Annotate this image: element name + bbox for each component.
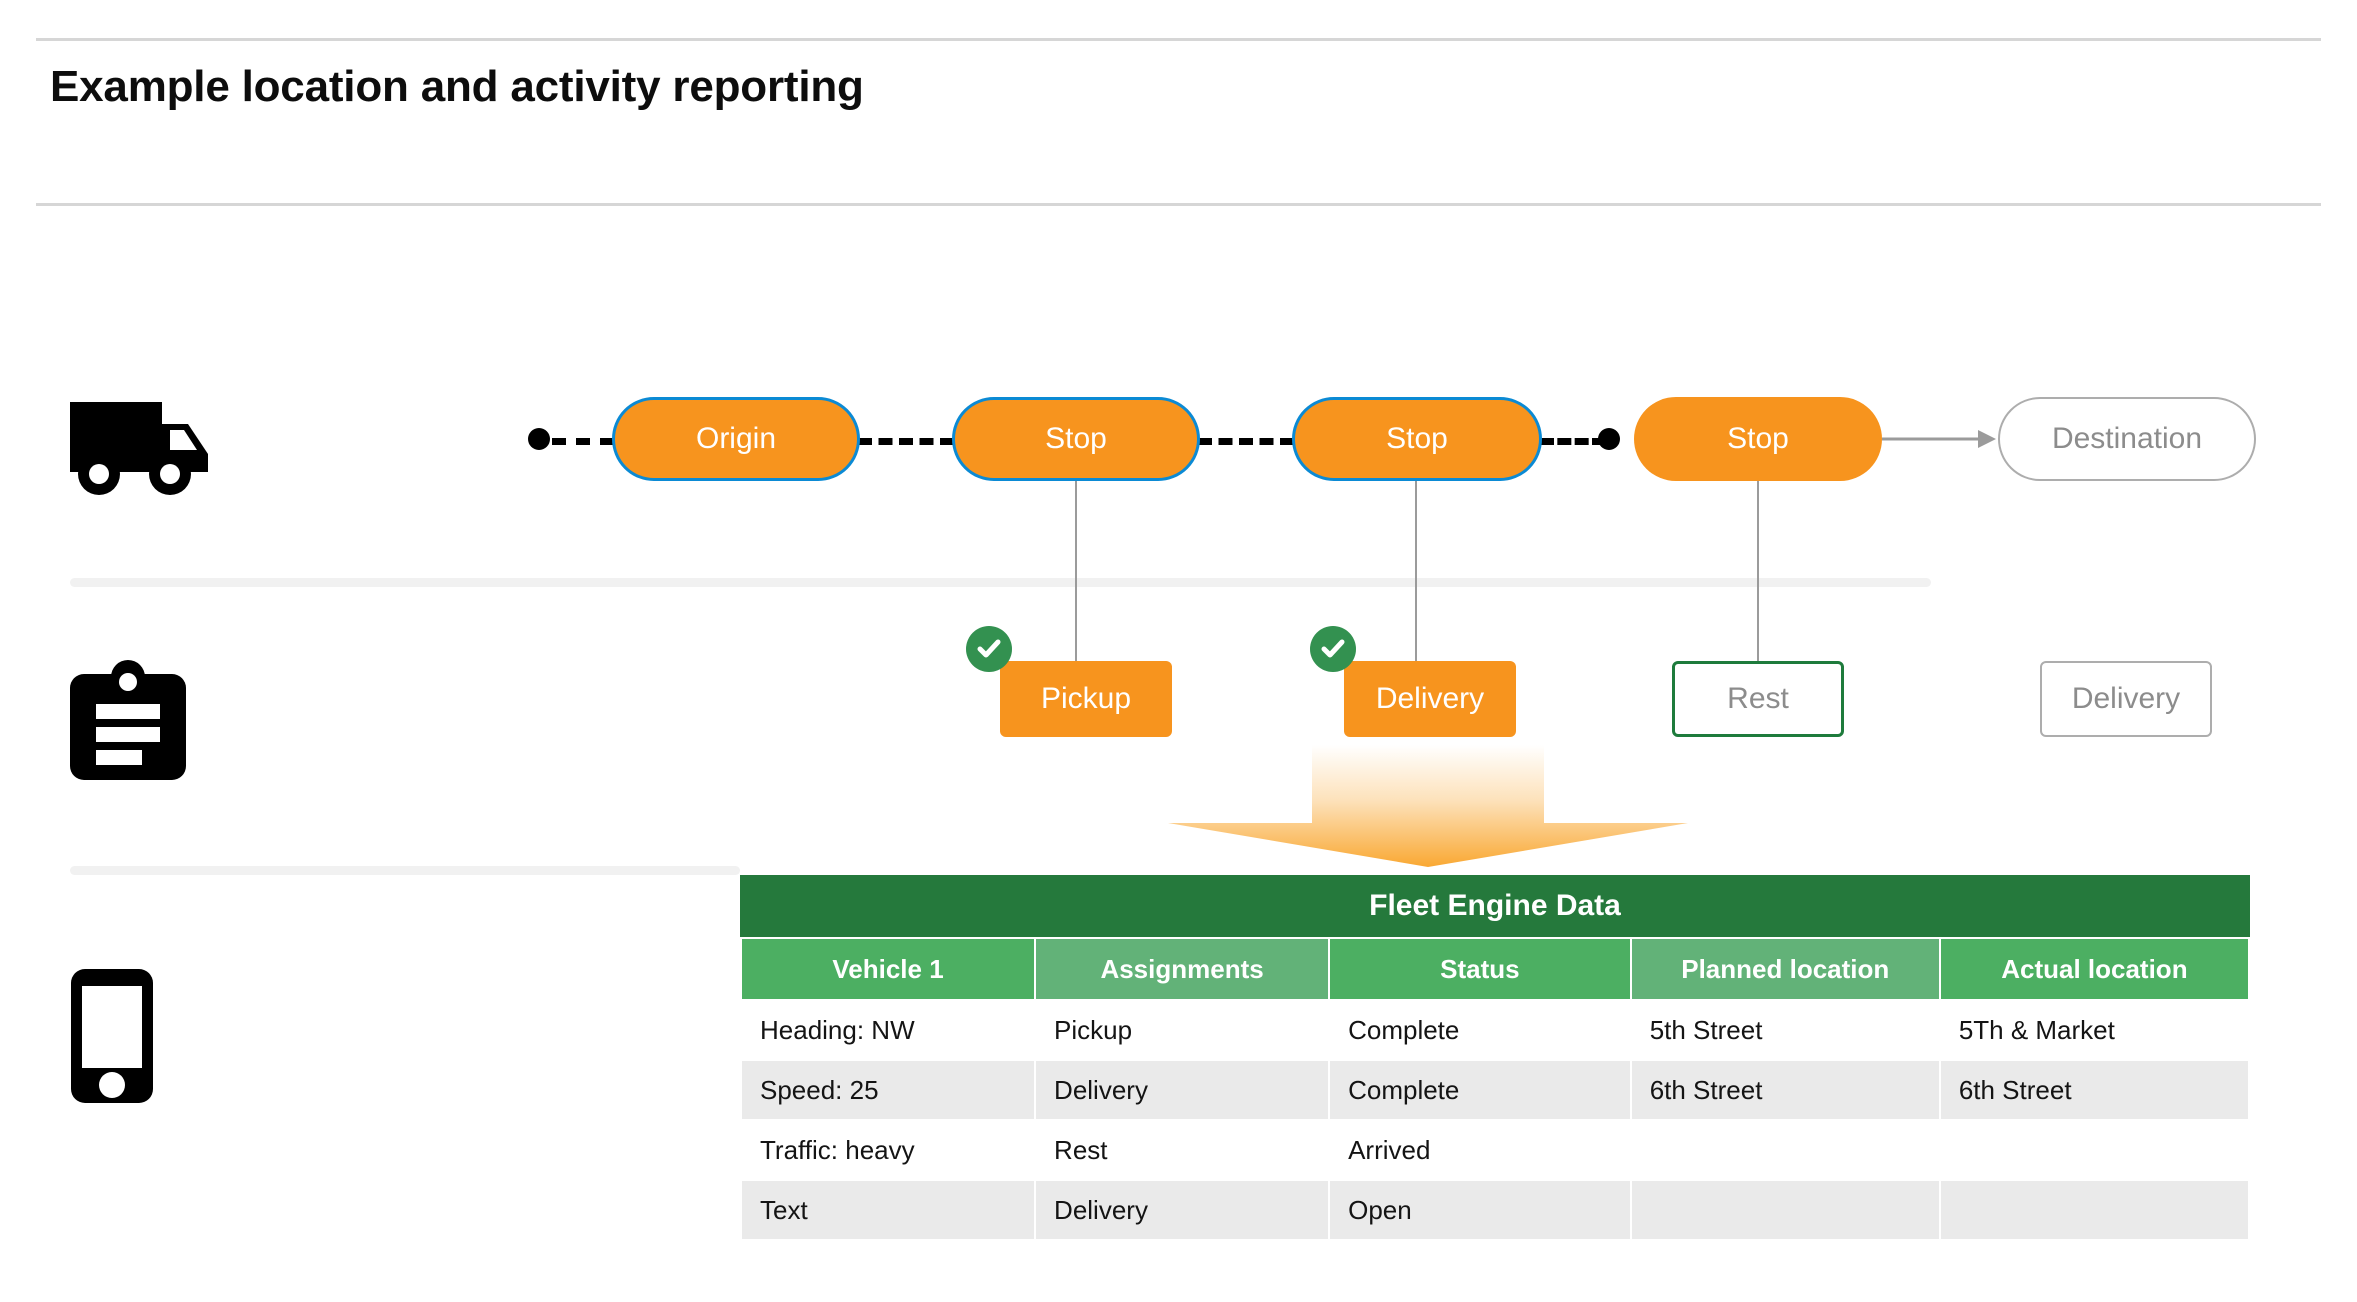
activity-card-pickup[interactable]: Pickup [1000,661,1172,737]
route-stop-label: Stop [1045,422,1107,455]
table-row: Heading: NW Pickup Complete 5th Street 5… [739,999,2251,1061]
route-stop-label: Stop [1727,422,1789,455]
route-stop-1[interactable]: Stop [952,397,1200,481]
activity-card-delivery-complete[interactable]: Delivery [1344,661,1516,737]
route-dash-3 [1540,438,1606,445]
cell-planned-location [1629,1179,1941,1241]
connector-stop3-rest [1757,481,1759,661]
top-divider [36,38,2321,41]
cell-vehicle: Traffic: heavy [739,1119,1037,1181]
cell-actual-location [1938,1119,2251,1181]
cell-vehicle: Heading: NW [739,999,1037,1061]
connector-stop2-delivery [1415,481,1417,671]
delivery-complete-check-icon [1310,626,1356,672]
route-current-dot [1598,428,1620,450]
fleet-engine-table: Fleet Engine Data Vehicle 1 Assignments … [739,875,2251,1241]
truck-icon [70,400,216,505]
route-stop-3-current[interactable]: Stop [1634,397,1882,481]
activity-label: Delivery [1375,682,1485,715]
data-flow-arrow-icon [1168,745,1688,867]
smartphone-icon [70,968,154,1109]
cell-planned-location [1629,1119,1941,1181]
route-stop-label: Destination [2051,422,2203,455]
activity-card-rest[interactable]: Rest [1672,661,1844,737]
route-start-dot [528,428,550,450]
page-title: Example location and activity reporting [50,62,864,111]
column-header-vehicle[interactable]: Vehicle 1 [739,937,1037,1001]
cell-actual-location: 5Th & Market [1938,999,2251,1061]
cell-planned-location: 5th Street [1629,999,1941,1061]
cell-vehicle: Speed: 25 [739,1059,1037,1121]
cell-assignment: Pickup [1034,999,1331,1061]
route-stop-destination[interactable]: Destination [1998,397,2256,481]
route-dash-2 [1198,438,1294,445]
column-header-status[interactable]: Status [1328,937,1632,1001]
route-dash-0 [552,438,614,445]
title-divider [36,203,2321,206]
cell-vehicle: Text [739,1179,1037,1241]
activity-card-delivery-open[interactable]: Delivery [2040,661,2212,737]
fleet-table-header-row: Vehicle 1 Assignments Status Planned loc… [739,937,2251,1001]
route-dash-1 [858,438,954,445]
cell-assignment: Delivery [1034,1179,1331,1241]
route-stop-label: Origin [695,422,777,455]
cell-status: Open [1328,1179,1632,1241]
clipboard-icon [68,660,188,787]
table-row: Speed: 25 Delivery Complete 6th Street 6… [739,1059,2251,1121]
cell-status: Complete [1328,999,1632,1061]
cell-assignment: Rest [1034,1119,1331,1181]
pickup-complete-check-icon [966,626,1012,672]
cell-actual-location [1938,1179,2251,1241]
cell-assignment: Delivery [1034,1059,1331,1121]
cell-actual-location: 6th Street [1938,1059,2251,1121]
row-separator-activity [70,866,740,875]
table-row: Text Delivery Open [739,1179,2251,1241]
cell-planned-location: 6th Street [1629,1059,1941,1121]
route-stop-2[interactable]: Stop [1292,397,1542,481]
row-separator-route [70,578,1931,587]
activity-label: Delivery [2071,682,2181,715]
column-header-planned-location[interactable]: Planned location [1629,937,1941,1001]
route-stop-origin[interactable]: Origin [612,397,860,481]
cell-status: Arrived [1328,1119,1632,1181]
activity-label: Rest [1727,682,1789,715]
fleet-table-banner: Fleet Engine Data [740,875,2250,937]
route-stop-label: Stop [1386,422,1448,455]
cell-status: Complete [1328,1059,1632,1121]
column-header-assignments[interactable]: Assignments [1034,937,1331,1001]
table-row: Traffic: heavy Rest Arrived [739,1119,2251,1181]
connector-stop1-pickup [1075,481,1077,671]
column-header-actual-location[interactable]: Actual location [1938,937,2251,1001]
activity-label: Pickup [1040,682,1132,715]
